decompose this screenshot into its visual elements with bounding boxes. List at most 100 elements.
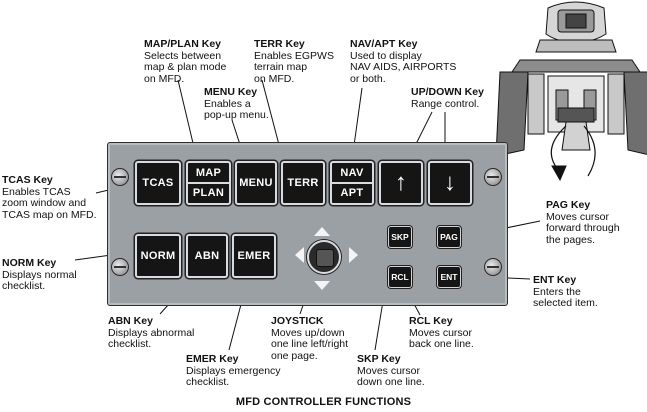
callout-ent-key: ENT Key Enters the selected item. [533,274,598,310]
callout-line: Displays normal [2,268,77,281]
callout-line: one page. [271,349,318,362]
screw-icon [484,258,502,276]
callout-line: or both. [350,72,386,85]
callout-line: Moves cursor [357,364,421,377]
map-label: MAP [195,166,222,179]
callout-line: one line left/right [271,338,349,350]
norm-key-label: NORM [140,250,176,262]
skp-key[interactable]: SKP [388,226,412,248]
callout-line: Range control. [411,97,480,110]
callout-title: TCAS Key [2,174,53,186]
callout-line: TCAS map on MFD. [2,208,97,221]
callout-pag-key: PAG Key Moves cursor forward through the… [546,199,620,246]
callout-menu-key: MENU Key Enables a pop-up menu. [204,86,269,122]
tcas-key-label: TCAS [142,177,174,189]
callout-line: Moves cursor [409,326,473,339]
callout-title: ABN Key [108,315,153,327]
abn-key[interactable]: ABN [186,234,228,278]
terr-key[interactable]: TERR [281,161,325,205]
callout-line: NAV AIDS, AIRPORTS [350,61,457,73]
callout-title: NAV/APT Key [350,38,418,50]
callout-emer-key: EMER Key Displays emergency checklist. [186,353,281,389]
callout-line: forward through [546,222,620,234]
joystick-right-icon [349,247,358,263]
joystick[interactable] [307,240,341,274]
callout-line: Enables a [204,97,251,110]
norm-key[interactable]: NORM [135,234,181,278]
callout-joystick: JOYSTICK Moves up/down one line left/rig… [271,315,349,362]
callout-line: Displays abnormal [108,326,195,339]
menu-key[interactable]: MENU [235,161,277,205]
callout-line: checklist. [2,280,46,292]
plan-label: PLAN [192,187,225,200]
callout-title: PAG Key [546,199,591,211]
joystick-up-icon [314,227,330,236]
up-key[interactable]: ↑ [379,161,423,205]
callout-up-down-key: UP/DOWN Key Range control. [411,86,484,110]
callout-line: Enables TCAS [2,185,71,198]
callout-skp-key: SKP Key Moves cursor down one line. [357,353,425,389]
cockpit-inset-illustration [495,1,647,182]
callout-line: checklist. [108,338,152,350]
callout-line: map & plan mode [144,61,227,73]
menu-key-label: MENU [239,177,273,189]
screw-icon [484,168,502,186]
callout-line: Enters the [533,285,581,298]
joystick-left-icon [295,247,304,263]
callout-title: SKP Key [357,353,401,365]
callout-line: the pages. [546,233,596,246]
callout-line: terrain map [254,61,308,73]
callout-title: RCL Key [409,315,453,327]
pag-key-label: PAG [440,232,458,242]
abn-key-label: ABN [194,250,220,262]
callout-title: UP/DOWN Key [411,86,484,98]
callout-tcas-key: TCAS Key Enables TCAS zoom window and TC… [2,174,97,221]
joystick-down-icon [314,281,330,290]
callout-line: checklist. [186,376,230,388]
callout-abn-key: ABN Key Displays abnormal checklist. [108,315,195,351]
callout-line: Displays emergency [186,364,281,377]
callout-line: Selects between [144,49,222,62]
nav-apt-key[interactable]: NAV APT [330,161,374,205]
figure-caption: MFD CONTROLLER FUNCTIONS [235,396,412,408]
callout-rcl-key: RCL Key Moves cursor back one line. [409,315,474,351]
callout-line: pop-up menu. [204,109,269,121]
callout-title: EMER Key [186,353,239,365]
rcl-key[interactable]: RCL [388,266,412,288]
callout-line: selected item. [533,297,598,309]
emer-key[interactable]: EMER [232,234,276,278]
pag-key[interactable]: PAG [437,226,461,248]
key-divider [188,182,229,184]
callout-title: MENU Key [204,86,258,98]
callout-title: TERR Key [254,38,305,50]
up-arrow-icon: ↑ [394,169,408,196]
callout-title: MAP/PLAN Key [144,38,222,50]
callout-norm-key: NORM Key Displays normal checklist. [2,257,77,293]
callout-line: on MFD. [144,72,185,85]
callout-terr-key: TERR Key Enables EGPWS terrain map on MF… [254,38,334,85]
callout-line: on MFD. [254,72,295,85]
tcas-key[interactable]: TCAS [135,161,181,205]
apt-label: APT [340,187,364,200]
callout-title: JOYSTICK [271,315,324,327]
map-plan-key[interactable]: MAP PLAN [186,161,231,205]
callout-title: ENT Key [533,274,577,286]
callout-line: zoom window and [2,197,87,209]
callout-line: Moves up/down [271,326,345,339]
callout-line: back one line. [409,338,474,350]
callout-map-plan-key: MAP/PLAN Key Selects between map & plan … [144,38,227,85]
ent-key[interactable]: ENT [437,266,461,288]
callout-line: Enables EGPWS [254,49,334,62]
down-key[interactable]: ↓ [428,161,472,205]
joystick-knob[interactable] [316,249,334,267]
callout-title: NORM Key [2,257,57,269]
screw-icon [111,168,129,186]
ent-key-label: ENT [440,272,458,282]
callout-nav-apt-key: NAV/APT Key Used to display NAV AIDS, AI… [350,38,457,85]
terr-key-label: TERR [287,177,319,189]
nav-label: NAV [340,166,364,179]
callout-line: Moves cursor [546,210,610,223]
emer-key-label: EMER [237,250,271,262]
callout-line: Used to display [350,49,422,62]
